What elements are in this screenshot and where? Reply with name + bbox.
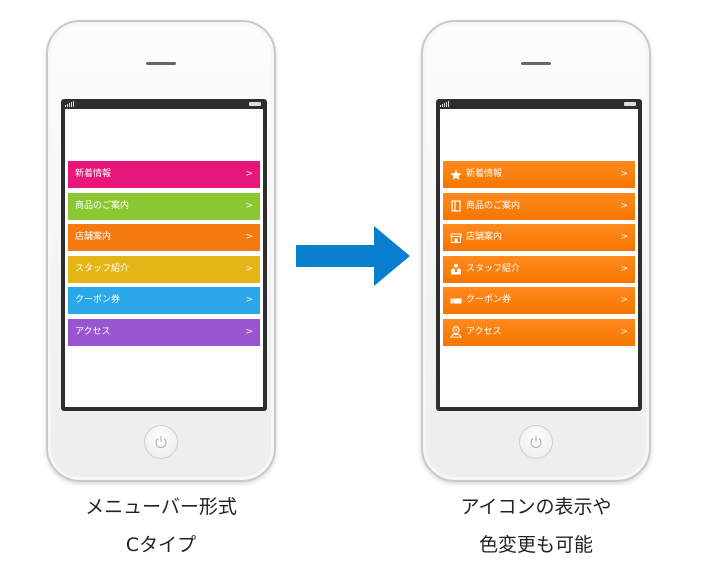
screen: 新着情報 > 商品のご案内 > 店舗案内 > スタッフ紹介 > クーポン券 > アクセス > bbox=[440, 109, 638, 407]
screen-frame: 新着情報 > 商品のご案内 > 店舗案内 > スタッフ紹介 > クーポン券 > アクセス > bbox=[436, 99, 642, 411]
chevron-right-icon: > bbox=[620, 169, 628, 179]
caption-line: 色変更も可能 bbox=[478, 534, 593, 556]
home-button[interactable] bbox=[519, 425, 553, 459]
chevron-right-icon: > bbox=[245, 295, 253, 305]
menu-list: 新着情報 > 商品のご案内 > 店舗案内 > スタッフ紹介 > クーポン券 > アクセス > bbox=[68, 161, 260, 350]
menu-item-label: スタッフ紹介 bbox=[75, 263, 130, 274]
speaker bbox=[521, 62, 551, 65]
screen-frame: 新着情報 > 商品のご案内 > 店舗案内 > スタッフ紹介 > クーポン券 > アクセス > bbox=[61, 99, 267, 411]
menu-item-label: 商品のご案内 bbox=[75, 200, 130, 211]
power-icon bbox=[155, 436, 167, 449]
menu-item-store[interactable]: 店舗案内 > bbox=[68, 224, 260, 251]
chevron-right-icon: > bbox=[620, 232, 628, 242]
menu-item-staff[interactable]: スタッフ紹介 > bbox=[68, 255, 260, 283]
menu-list: 新着情報 > 商品のご案内 > 店舗案内 > スタッフ紹介 > クーポン券 > アクセス > bbox=[443, 161, 635, 350]
chevron-right-icon: > bbox=[245, 263, 253, 274]
menu-item-label: 店舗案内 bbox=[466, 232, 503, 242]
menu-item-staff[interactable]: スタッフ紹介 > bbox=[443, 255, 635, 283]
menu-item-news[interactable]: 新着情報 > bbox=[443, 161, 635, 188]
menu-item-label: アクセス bbox=[75, 326, 111, 337]
home-button[interactable] bbox=[144, 425, 178, 459]
menu-item-coupon[interactable]: クーポン券 > bbox=[443, 287, 635, 314]
star-icon bbox=[450, 169, 462, 181]
status-bar bbox=[61, 99, 267, 109]
power-icon bbox=[530, 436, 542, 449]
menu-item-products[interactable]: 商品のご案内 > bbox=[68, 192, 260, 220]
map-pin-icon bbox=[450, 326, 462, 338]
chevron-right-icon: > bbox=[245, 232, 253, 242]
chevron-right-icon: > bbox=[620, 263, 628, 274]
caption-line: メニューバー形式 bbox=[85, 496, 237, 518]
menu-item-label: クーポン券 bbox=[466, 295, 512, 305]
phone-mockup-left: 新着情報 > 商品のご案内 > 店舗案内 > スタッフ紹介 > クーポン券 > アクセス > bbox=[46, 20, 276, 482]
menu-item-access[interactable]: アクセス > bbox=[68, 318, 260, 346]
menu-item-label: 新着情報 bbox=[466, 169, 503, 179]
chevron-right-icon: > bbox=[245, 326, 253, 337]
status-bar bbox=[436, 99, 642, 109]
menu-item-label: 店舗案内 bbox=[75, 232, 112, 242]
chevron-right-icon: > bbox=[620, 326, 628, 337]
caption-line: Cタイプ bbox=[125, 534, 197, 556]
menu-item-label: クーポン券 bbox=[75, 295, 121, 305]
ticket-icon bbox=[450, 295, 462, 307]
menu-item-label: スタッフ紹介 bbox=[466, 263, 521, 274]
menu-item-coupon[interactable]: クーポン券 > bbox=[68, 287, 260, 314]
book-icon bbox=[450, 200, 462, 212]
menu-item-news[interactable]: 新着情報 > bbox=[68, 161, 260, 188]
arrow-right-icon bbox=[296, 226, 410, 286]
menu-item-access[interactable]: アクセス > bbox=[443, 318, 635, 346]
people-icon bbox=[450, 263, 462, 275]
caption-line: アイコンの表示や bbox=[460, 496, 612, 518]
menu-item-products[interactable]: 商品のご案内 > bbox=[443, 192, 635, 220]
signal-icon bbox=[440, 101, 450, 107]
caption-left: メニューバー形式 Cタイプ bbox=[46, 488, 276, 564]
shop-icon bbox=[450, 232, 462, 244]
chevron-right-icon: > bbox=[245, 169, 253, 179]
caption-right: アイコンの表示や 色変更も可能 bbox=[406, 488, 666, 564]
phone-mockup-right: 新着情報 > 商品のご案内 > 店舗案内 > スタッフ紹介 > クーポン券 > アクセス > bbox=[421, 20, 651, 482]
speaker bbox=[146, 62, 176, 65]
screen: 新着情報 > 商品のご案内 > 店舗案内 > スタッフ紹介 > クーポン券 > アクセス > bbox=[65, 109, 263, 407]
signal-icon bbox=[65, 101, 75, 107]
chevron-right-icon: > bbox=[245, 200, 253, 211]
chevron-right-icon: > bbox=[620, 295, 628, 305]
battery-icon bbox=[624, 102, 636, 106]
menu-item-label: アクセス bbox=[466, 326, 502, 337]
menu-item-label: 商品のご案内 bbox=[466, 200, 521, 211]
menu-item-label: 新着情報 bbox=[75, 169, 112, 179]
battery-icon bbox=[249, 102, 261, 106]
chevron-right-icon: > bbox=[620, 200, 628, 211]
menu-item-store[interactable]: 店舗案内 > bbox=[443, 224, 635, 251]
